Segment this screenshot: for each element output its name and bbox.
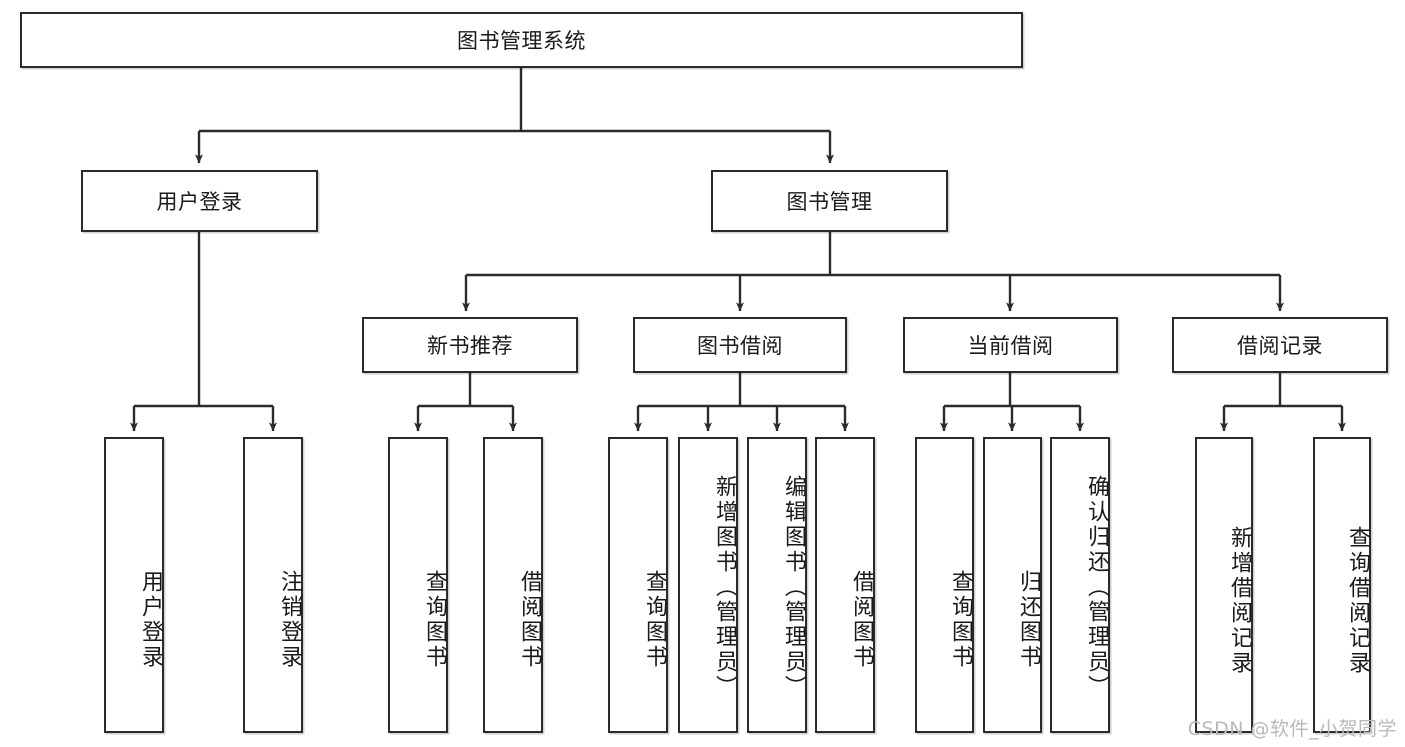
node-leaf-add-book-admin[interactable]: 新增图书（管理员）: [678, 437, 738, 733]
node-user-login[interactable]: 用户登录: [81, 170, 318, 232]
node-leaf-borrow-book[interactable]: 借阅图书: [815, 437, 875, 733]
node-book-borrow[interactable]: 图书借阅: [633, 317, 847, 373]
node-label: 新增借阅记录: [1227, 526, 1252, 676]
node-label: 图书管理: [786, 190, 873, 214]
node-label: 用户登录: [156, 190, 243, 214]
node-label: 借阅记录: [1237, 334, 1323, 358]
node-leaf-return-book[interactable]: 归还图书: [983, 437, 1042, 733]
node-leaf-query-borrow-record[interactable]: 查询借阅记录: [1313, 437, 1371, 733]
node-label: 查询图书: [642, 570, 667, 670]
node-label: 图书借阅: [697, 334, 783, 358]
node-label: 图书管理系统: [457, 29, 586, 53]
node-label: 归还图书: [1016, 570, 1041, 670]
node-label: 当前借阅: [967, 334, 1054, 358]
node-label: 新书推荐: [427, 334, 513, 358]
node-label: 编辑图书（管理员）: [781, 474, 806, 700]
node-label: 借阅图书: [849, 570, 874, 670]
node-root-system[interactable]: 图书管理系统: [20, 12, 1023, 68]
node-leaf-user-login[interactable]: 用户登录: [104, 437, 164, 733]
node-label: 查询图书: [422, 570, 447, 670]
node-leaf-borrow-book-recommend[interactable]: 借阅图书: [483, 437, 543, 733]
node-label: 查询借阅记录: [1345, 526, 1370, 676]
node-borrow-record[interactable]: 借阅记录: [1172, 317, 1388, 373]
node-label: 新增图书（管理员）: [712, 474, 737, 700]
node-leaf-edit-book-admin[interactable]: 编辑图书（管理员）: [747, 437, 807, 733]
node-leaf-confirm-return-admin[interactable]: 确认归还（管理员）: [1050, 437, 1110, 733]
node-leaf-query-book-borrow[interactable]: 查询图书: [608, 437, 668, 733]
node-current-borrow[interactable]: 当前借阅: [903, 317, 1118, 373]
csdn-watermark: CSDN @软件_小贺同学: [1187, 718, 1397, 740]
node-label: 借阅图书: [517, 570, 542, 670]
node-leaf-logout[interactable]: 注销登录: [243, 437, 303, 733]
node-label: 确认归还（管理员）: [1084, 474, 1109, 700]
node-leaf-query-book-recommend[interactable]: 查询图书: [388, 437, 448, 733]
node-leaf-query-book-current[interactable]: 查询图书: [915, 437, 974, 733]
node-new-book-recommend[interactable]: 新书推荐: [362, 317, 578, 373]
node-book-manage[interactable]: 图书管理: [711, 170, 948, 232]
node-label: 用户登录: [138, 570, 163, 670]
node-leaf-add-borrow-record[interactable]: 新增借阅记录: [1195, 437, 1253, 733]
node-label: 注销登录: [277, 570, 302, 670]
node-label: 查询图书: [948, 570, 973, 670]
